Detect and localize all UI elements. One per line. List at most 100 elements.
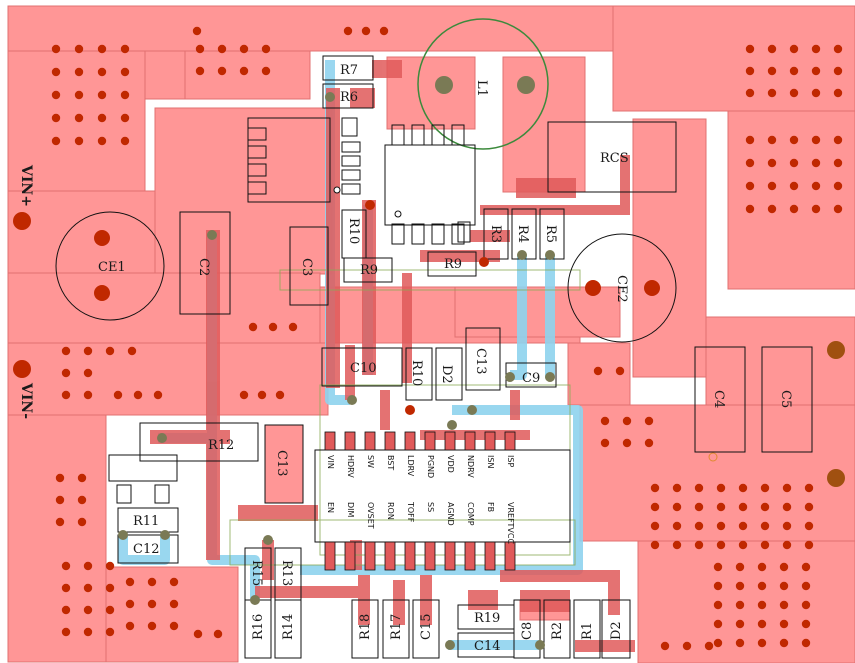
via — [83, 390, 93, 400]
via — [811, 66, 821, 76]
via — [61, 605, 71, 615]
pad — [341, 141, 361, 153]
ic-pad-bottom — [344, 541, 356, 571]
ic-pin-label: LDRV — [406, 455, 415, 477]
via — [600, 416, 610, 426]
via — [811, 135, 821, 145]
ic-pin-label: VDD — [446, 455, 455, 473]
label-r4: R4 — [515, 225, 530, 243]
via — [833, 66, 843, 76]
ic-pad-bottom — [464, 541, 476, 571]
ic-pad-bottom — [504, 541, 516, 571]
label-r1: R1 — [580, 622, 595, 640]
via — [74, 113, 84, 123]
via — [74, 90, 84, 100]
pad — [391, 223, 405, 245]
pad — [391, 124, 405, 146]
via — [745, 181, 755, 191]
via — [672, 540, 682, 550]
label-ce1: CE1 — [98, 260, 126, 275]
via — [77, 495, 87, 505]
smd-pads — [118, 92, 555, 650]
ic-pad-top — [424, 431, 436, 451]
via — [195, 44, 205, 54]
label-r5: R5 — [543, 225, 558, 243]
pad — [411, 223, 425, 245]
via — [275, 390, 285, 400]
via — [767, 44, 777, 54]
via — [125, 621, 135, 631]
via — [61, 627, 71, 637]
via — [83, 627, 93, 637]
via — [97, 44, 107, 54]
via — [153, 390, 163, 400]
via — [217, 44, 227, 54]
via — [789, 158, 799, 168]
via — [757, 581, 767, 591]
via — [133, 390, 143, 400]
via — [361, 26, 371, 36]
via — [51, 44, 61, 54]
ic-pad-bottom — [404, 541, 416, 571]
via — [169, 599, 179, 609]
via — [83, 346, 93, 356]
via — [811, 181, 821, 191]
via — [51, 113, 61, 123]
via — [782, 540, 792, 550]
via — [789, 88, 799, 98]
via — [51, 136, 61, 146]
via — [760, 540, 770, 550]
label-d2-mid: D2 — [439, 365, 454, 384]
via — [97, 113, 107, 123]
via — [51, 90, 61, 100]
via — [105, 346, 115, 356]
label-c15: C15 — [419, 614, 434, 641]
via — [833, 204, 843, 214]
ic-pad-bottom — [444, 541, 456, 571]
label-r9-right: R9 — [444, 257, 462, 272]
via — [125, 599, 135, 609]
pad — [341, 169, 361, 181]
main-ic-pads — [324, 431, 516, 571]
via — [767, 181, 777, 191]
ic-pin-label: COMP — [466, 502, 475, 526]
ic-pad-bottom — [384, 541, 396, 571]
via — [804, 483, 814, 493]
via — [801, 562, 811, 572]
via — [801, 638, 811, 648]
ic-pad-top — [444, 431, 456, 451]
pad — [247, 127, 267, 141]
via — [97, 67, 107, 77]
ic-pin-label: ISN — [486, 455, 495, 468]
ic-pin-label: BST — [386, 455, 395, 470]
via — [713, 581, 723, 591]
label-c13-right: C13 — [473, 348, 488, 375]
via — [650, 540, 660, 550]
label-r10-lower: R10 — [409, 360, 424, 386]
via — [593, 366, 603, 376]
pad — [341, 183, 361, 195]
via — [239, 66, 249, 76]
via — [789, 44, 799, 54]
via — [622, 416, 632, 426]
via — [745, 135, 755, 145]
label-r16: R16 — [251, 614, 266, 640]
via — [615, 366, 625, 376]
via — [694, 540, 704, 550]
via — [738, 483, 748, 493]
label-r10-top: R10 — [346, 218, 361, 244]
ic-pin-label: EN — [326, 502, 335, 513]
via — [745, 204, 755, 214]
label-r6: R6 — [340, 90, 358, 105]
label-c9: C9 — [522, 371, 540, 386]
label-r13: R13 — [279, 560, 294, 586]
label-vin-minus: VIN- — [18, 382, 34, 419]
via — [193, 629, 203, 639]
via — [745, 44, 755, 54]
via — [833, 44, 843, 54]
via — [779, 581, 789, 591]
via — [760, 502, 770, 512]
via — [343, 26, 353, 36]
ic-pin-label: HDRV — [346, 455, 355, 478]
